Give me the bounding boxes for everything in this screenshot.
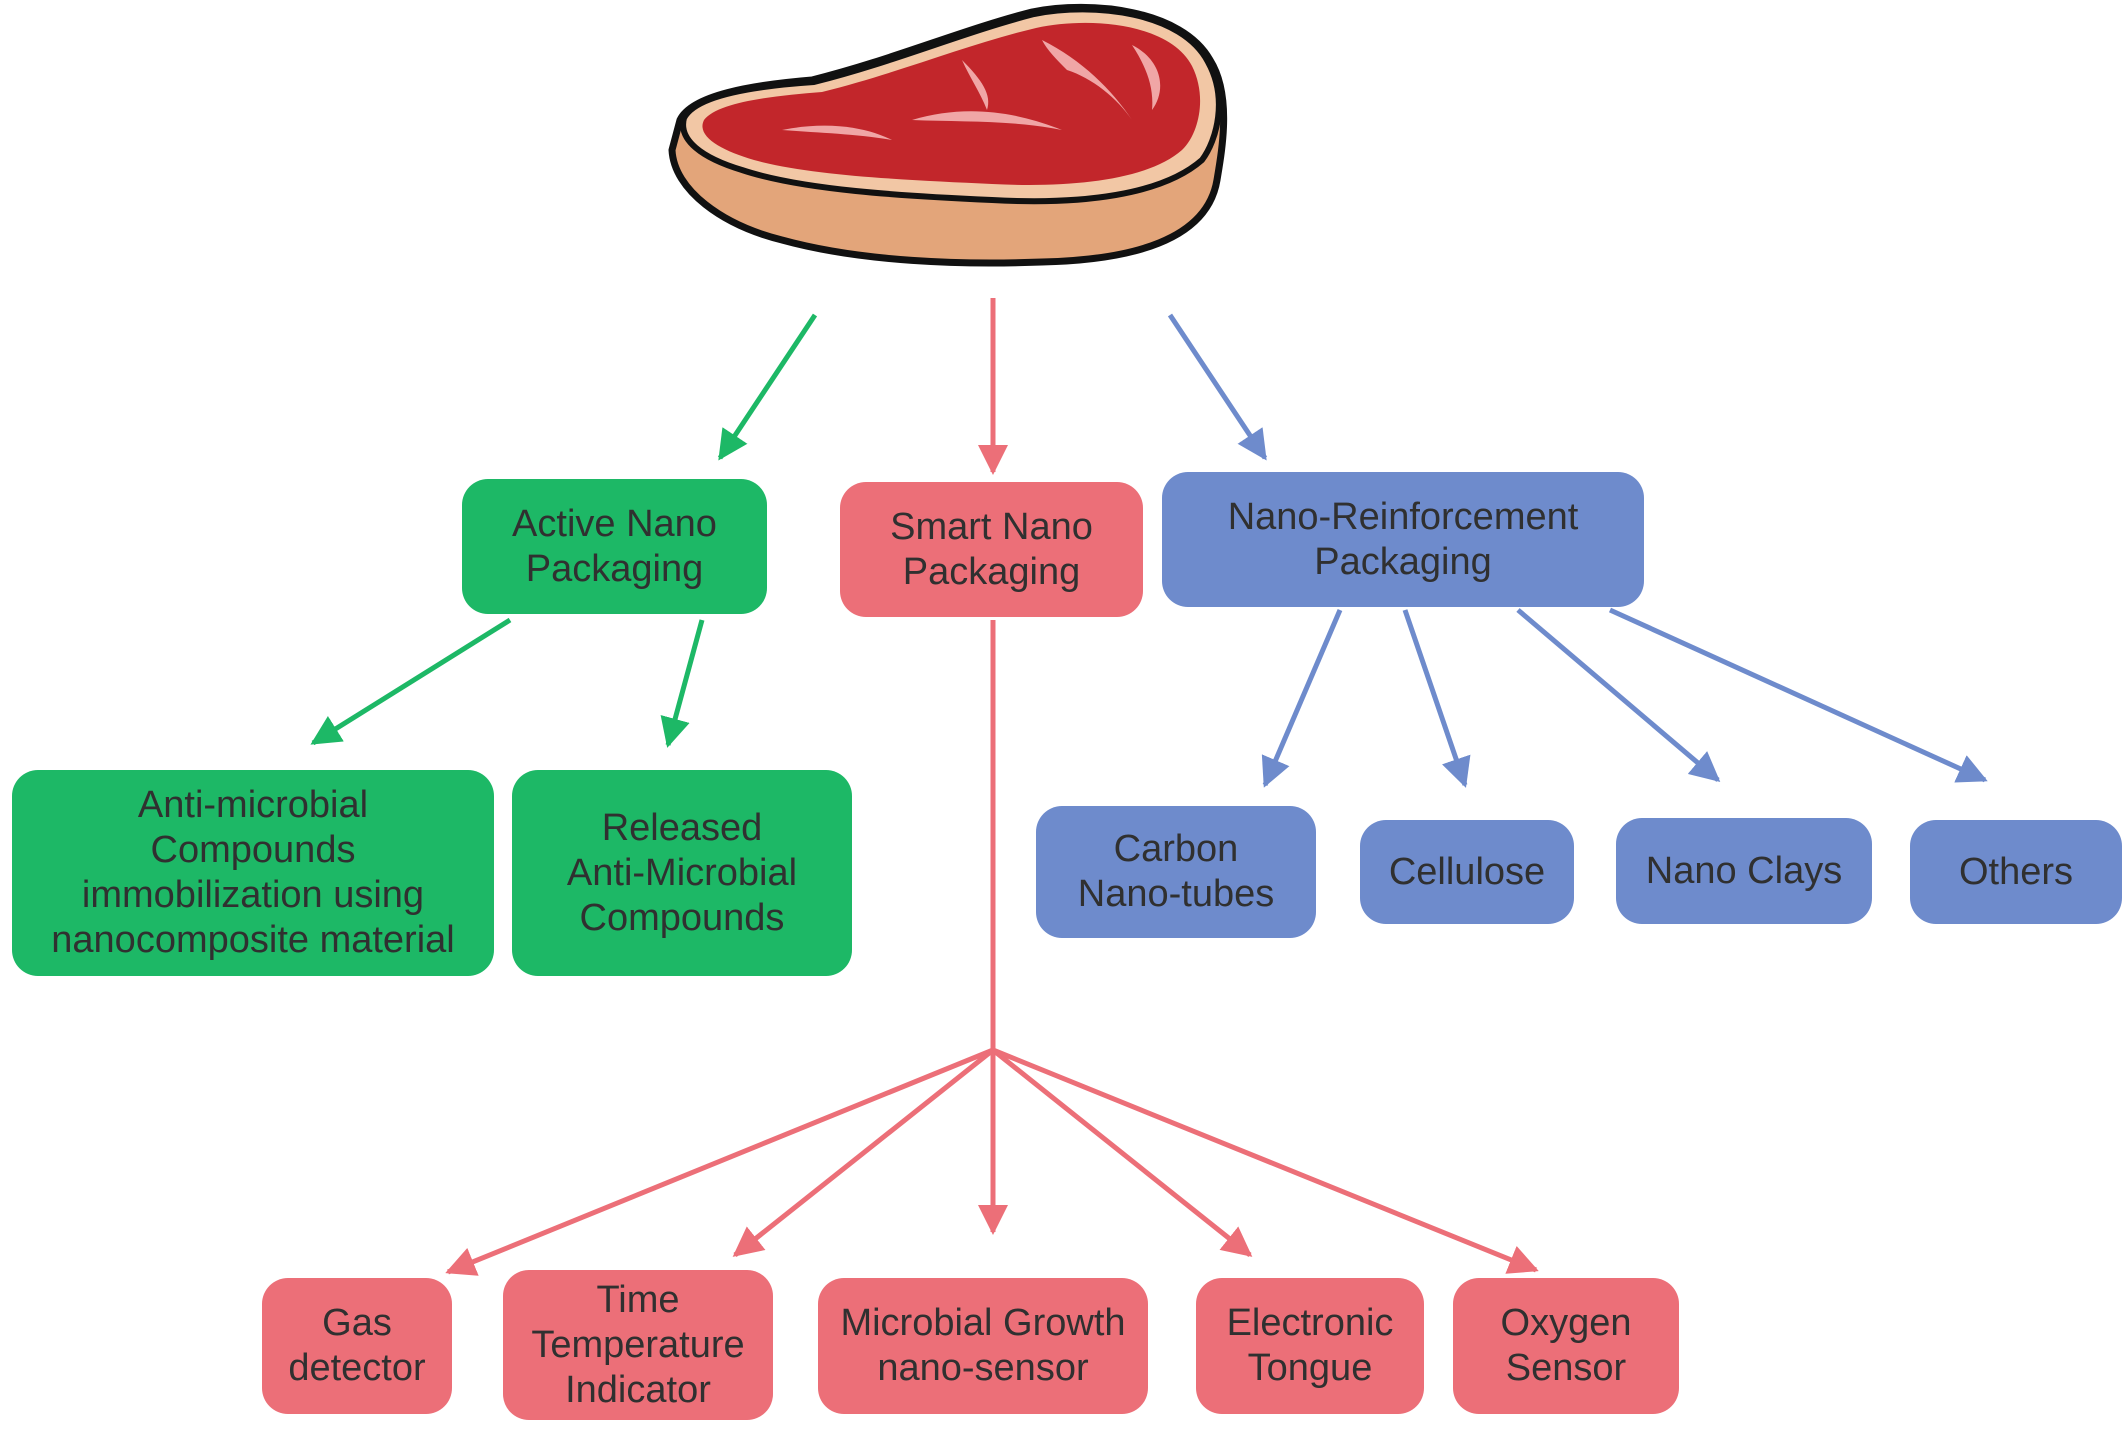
smart-nano-packaging-box: Smart Nano Packaging (840, 482, 1143, 617)
arrow-smart-to-tti (732, 1048, 995, 1257)
oxygen-sensor-box: Oxygen Sensor (1453, 1278, 1679, 1414)
arrow-steak-to-active (717, 313, 818, 461)
arrow-active-to-released (660, 619, 705, 748)
nano-clays-box: Nano Clays (1616, 818, 1872, 924)
time-temperature-indicator-box: Time Temperature Indicator (503, 1270, 773, 1420)
arrow-steak-to-reinforcement (1167, 313, 1268, 461)
released-antimicrobial-box: Released Anti-Microbial Compounds (512, 770, 852, 976)
active-nano-packaging-box: Active Nano Packaging (462, 479, 767, 614)
arrow-reinforcement-to-cellulose (1402, 609, 1471, 788)
arrow-smart-to-oxygen-sensor (992, 1047, 1539, 1274)
gas-detector-box: Gas detector (262, 1278, 452, 1414)
others-box: Others (1910, 820, 2122, 924)
arrow-reinforcement-to-others (1608, 607, 1988, 783)
carbon-nanotubes-box: Carbon Nano-tubes (1036, 806, 1316, 938)
steak-icon (668, 3, 1228, 267)
cellulose-box: Cellulose (1360, 820, 1574, 924)
microbial-growth-nanosensor-box: Microbial Growth nano-sensor (818, 1278, 1148, 1414)
electronic-tongue-box: Electronic Tongue (1196, 1278, 1424, 1414)
arrow-smart-to-electronic-tongue (991, 1048, 1253, 1257)
nano-reinforcement-packaging-box: Nano-Reinforcement Packaging (1162, 472, 1644, 607)
arrow-smart-to-gas-detector (445, 1047, 994, 1276)
antimicrobial-immobilization-box: Anti-microbial Compounds immobilization … (12, 770, 494, 976)
arrow-active-to-antimicrobial-immobilization (310, 617, 512, 746)
arrow-reinforcement-to-nanoclays (1516, 608, 1721, 782)
arrow-reinforcement-to-carbon (1261, 609, 1343, 788)
